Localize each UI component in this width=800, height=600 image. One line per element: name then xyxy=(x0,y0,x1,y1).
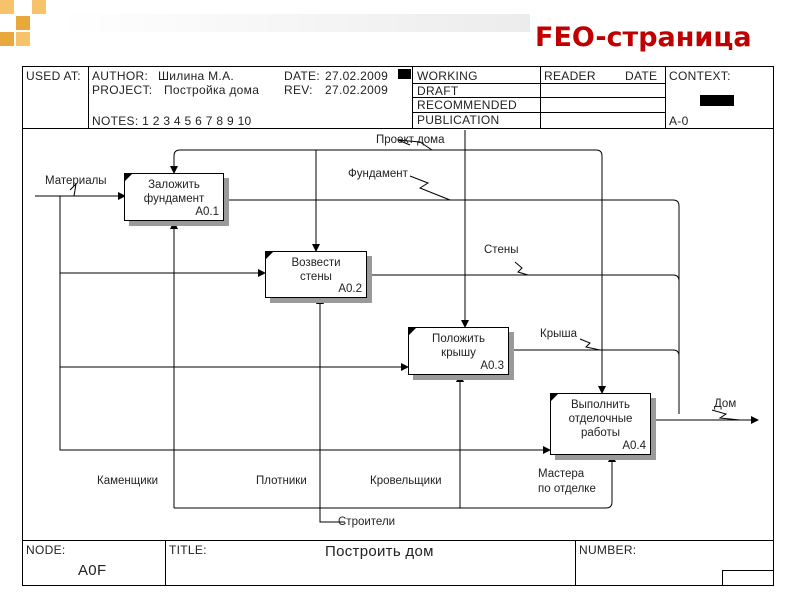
title-label: TITLE: xyxy=(169,543,207,557)
context-thumbnail xyxy=(700,95,734,106)
project-label: PROJECT: xyxy=(92,83,153,97)
label-carpenters: Плотники xyxy=(256,475,307,487)
activity-number: A0.1 xyxy=(195,206,219,218)
notes-label: NOTES: 1 2 3 4 5 6 7 8 9 10 xyxy=(92,114,252,128)
reader-label: READER xyxy=(544,69,596,83)
label-builders: Строители xyxy=(338,516,396,528)
number-label: NUMBER: xyxy=(579,543,637,557)
reader-date-label: DATE xyxy=(625,69,658,83)
arrow-mech-builders xyxy=(174,454,616,509)
arrow-output-foundation xyxy=(224,199,680,414)
activity-number: A0.3 xyxy=(480,360,504,372)
status-working: WORKING xyxy=(417,69,478,83)
slide-title: FEO-страница xyxy=(535,22,752,53)
footer-number-box xyxy=(722,570,774,586)
author-label: AUTHOR: xyxy=(92,69,149,83)
label-finishers: Мастера по отделке xyxy=(538,468,596,495)
working-status-marker xyxy=(398,69,411,79)
arrow-control-project xyxy=(170,130,466,174)
activity-box-a02[interactable]: Возвести стены A0.2 xyxy=(265,251,367,298)
label-project: Проект дома xyxy=(376,134,445,146)
activity-name: Выполнить отделочные работы xyxy=(568,399,633,439)
activity-name: Возвести стены xyxy=(291,257,341,283)
project-value: Постройка дома xyxy=(164,83,260,97)
idef0-frame xyxy=(22,66,774,586)
activity-number: A0.2 xyxy=(338,283,362,295)
used-at-label: USED AT: xyxy=(26,69,81,83)
author-value: Шилина М.А. xyxy=(158,69,235,83)
label-roofers: Кровельщики xyxy=(370,475,442,487)
node-label: NODE: xyxy=(26,543,66,557)
label-materials: Материалы xyxy=(45,175,107,187)
activity-number: A0.4 xyxy=(622,440,646,452)
label-house: Дом xyxy=(714,398,737,410)
activity-name: Положить крышу xyxy=(432,333,485,359)
activity-box-a03[interactable]: Положить крышу A0.3 xyxy=(408,327,509,375)
label-walls: Стены xyxy=(484,244,519,256)
status-publication: PUBLICATION xyxy=(417,113,500,127)
status-draft: DRAFT xyxy=(417,84,459,98)
label-foundation: Фундамент xyxy=(348,168,408,180)
date-value: 27.02.2009 xyxy=(325,69,389,83)
title-bar-gradient xyxy=(60,14,530,32)
label-masons: Каменщики xyxy=(97,475,159,487)
decor-squares xyxy=(0,0,60,50)
label-roof: Крыша xyxy=(540,328,577,340)
rev-label: REV: xyxy=(284,83,313,97)
status-recommended: RECOMMENDED xyxy=(417,98,517,112)
date-label: DATE: xyxy=(284,69,320,83)
arrow-output-roof xyxy=(508,349,680,357)
node-value: A0F xyxy=(78,562,107,579)
activity-box-a01[interactable]: Заложить фундамент A0.1 xyxy=(124,173,224,221)
context-node: A-0 xyxy=(669,114,689,128)
footer-top-line xyxy=(22,540,774,541)
diagram-title: Построить дом xyxy=(325,543,434,560)
activity-box-a04[interactable]: Выполнить отделочные работы A0.4 xyxy=(550,393,651,455)
arrow-output-walls xyxy=(367,274,680,282)
arrow-input-branch xyxy=(59,196,551,454)
context-label: CONTEXT: xyxy=(669,69,731,83)
activity-name: Заложить фундамент xyxy=(143,179,205,205)
header-bottom-line xyxy=(22,128,774,129)
rev-value: 27.02.2009 xyxy=(325,83,389,97)
